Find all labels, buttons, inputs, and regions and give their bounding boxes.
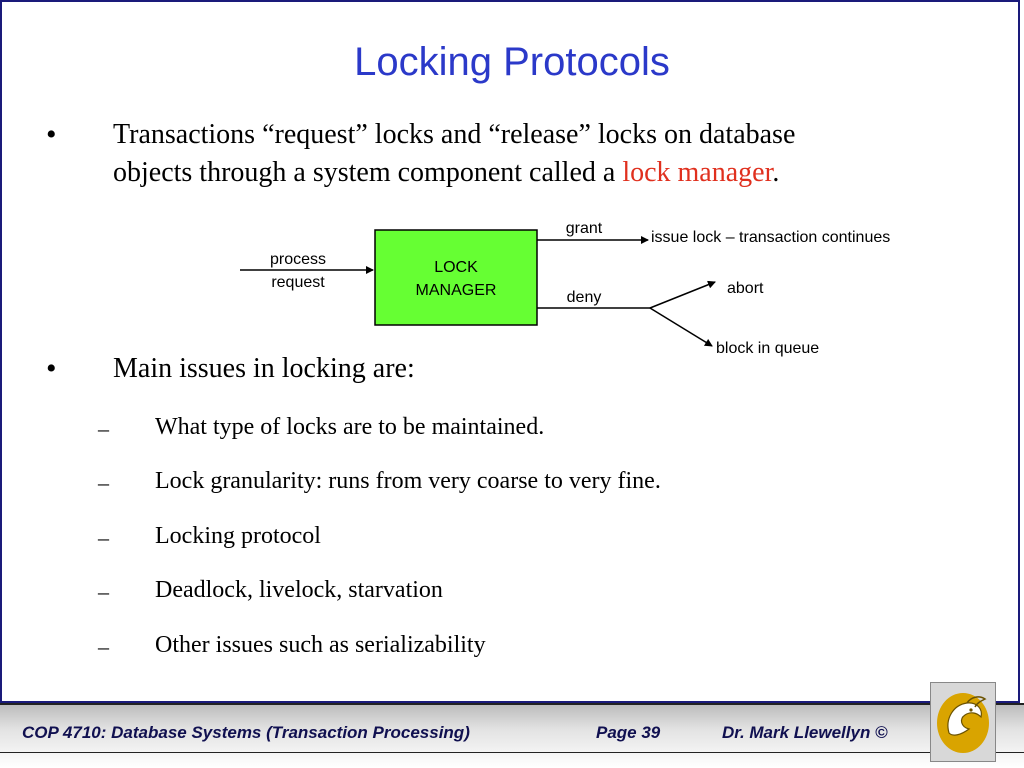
block-arrow (649, 307, 713, 347)
sub-item-lock-types: What type of locks are to be maintained. (155, 414, 545, 440)
sub-item-marker: – (98, 525, 109, 550)
sub-item-serializability: Other issues such as serializability (155, 632, 486, 658)
sub-item-marker: – (98, 634, 109, 659)
slide-frame (0, 0, 1020, 703)
abort-arrow (649, 280, 716, 309)
request-label: request (271, 274, 325, 291)
bullet-text-period: . (772, 157, 780, 188)
abort-label: abort (727, 280, 764, 297)
bullet-text-line2: objects through a system component calle… (113, 157, 623, 188)
slide-title: Locking Protocols (354, 40, 670, 84)
sub-item-locking-protocol: Locking protocol (155, 523, 321, 549)
pegasus-logo-icon (937, 693, 989, 753)
sub-item-marker: – (98, 579, 109, 604)
footer-course: COP 4710: Database Systems (Transaction … (22, 723, 470, 742)
footer-top-rule (0, 703, 1024, 705)
sub-item-marker: – (98, 416, 109, 441)
lock-manager-diagram: process request LOCK MANAGER grant issue… (240, 220, 890, 357)
grant-label: grant (566, 220, 603, 237)
slide-footer (0, 703, 1024, 768)
sub-item-deadlock: Deadlock, livelock, starvation (155, 577, 443, 603)
bullet-marker: • (46, 118, 57, 151)
process-label: process (270, 251, 326, 268)
bullet-text-main-issues: Main issues in locking are: (113, 353, 415, 384)
sub-item-marker: – (98, 470, 109, 495)
lock-manager-box (374, 229, 538, 326)
bullet-text-line1: Transactions “request” locks and “releas… (113, 119, 796, 150)
grant-result-label: issue lock – transaction continues (651, 229, 890, 246)
deny-label: deny (567, 289, 602, 306)
sub-item-lock-granularity: Lock granularity: runs from very coarse … (155, 468, 661, 494)
lock-manager-highlight: lock manager (622, 157, 773, 188)
bullet-marker: • (46, 352, 57, 385)
footer-page-number: Page 39 (596, 723, 661, 742)
footer-author: Dr. Mark Llewellyn © (722, 723, 888, 742)
university-logo (930, 682, 996, 762)
lock-manager-box-label-1: LOCK (434, 259, 478, 276)
footer-bottom-rule (0, 752, 1024, 753)
lock-manager-box-label-2: MANAGER (416, 282, 497, 299)
block-in-queue-label: block in queue (716, 340, 819, 357)
bullet-text-lock-manager: Transactions “request” locks and “releas… (113, 116, 993, 192)
